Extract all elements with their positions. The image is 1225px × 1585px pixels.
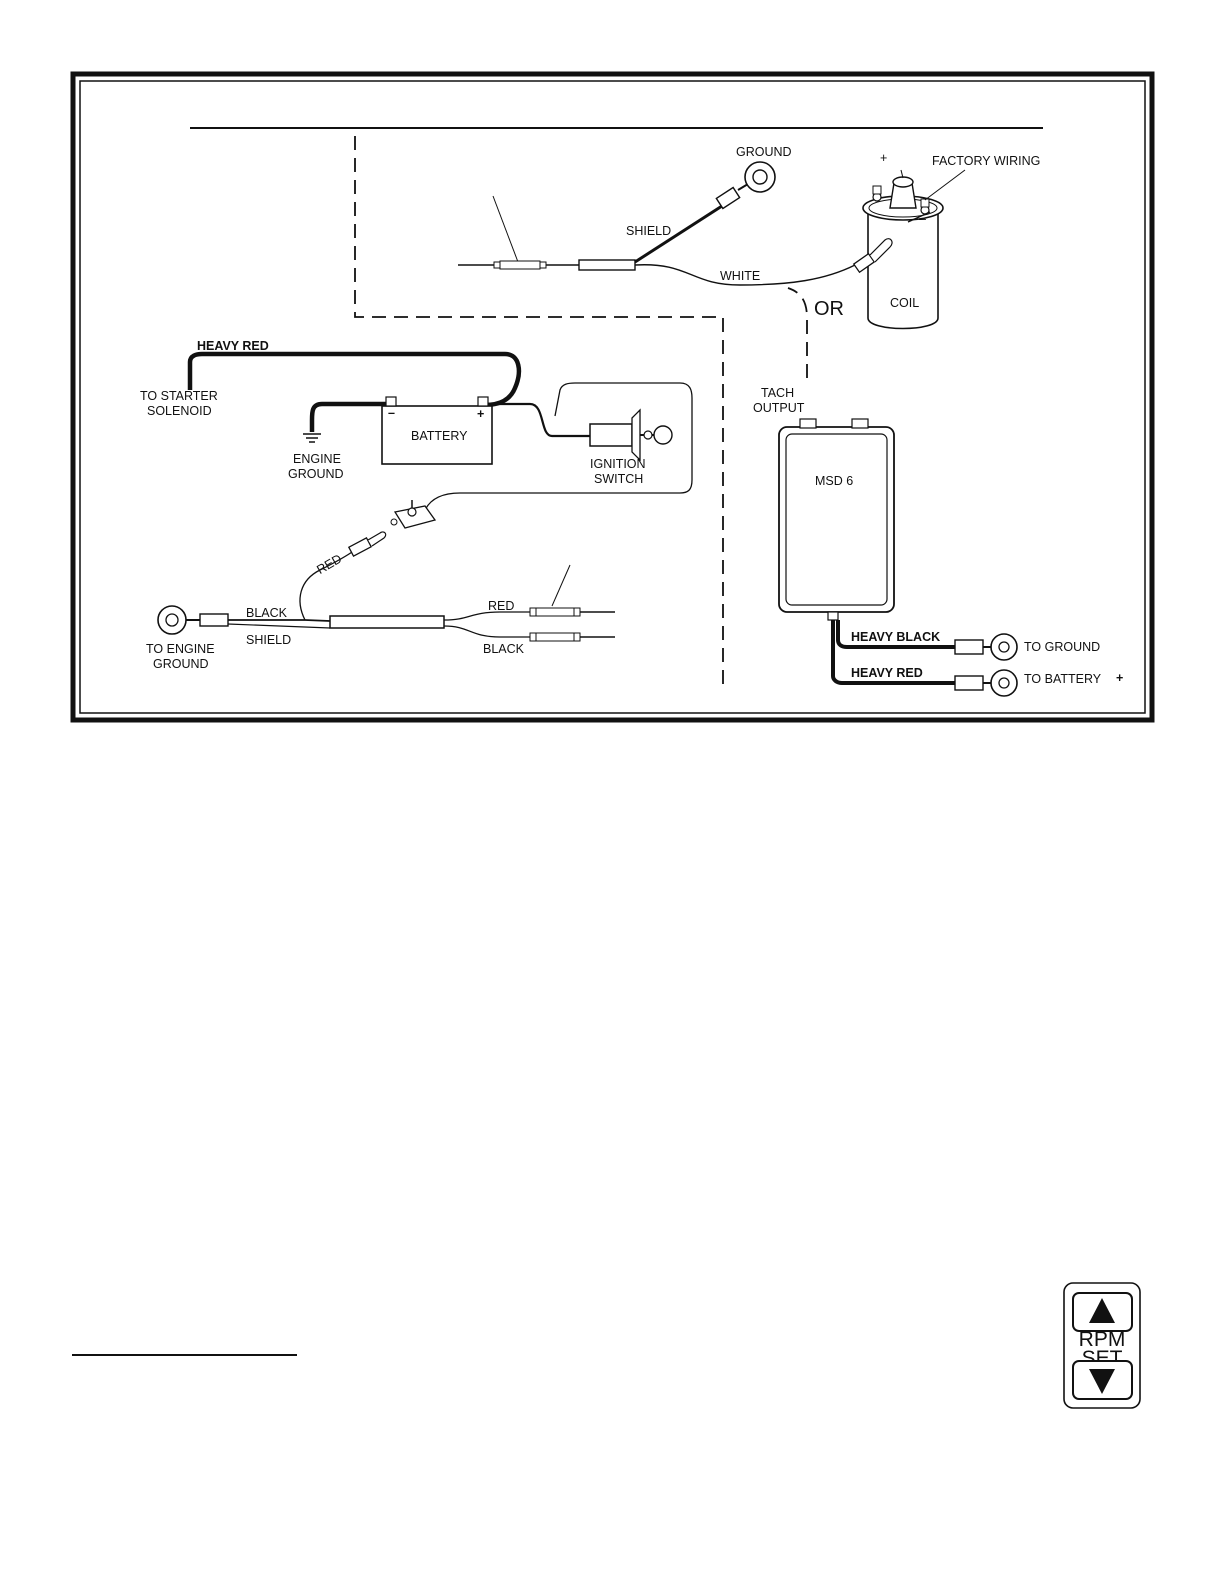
label-tach-1: TACH bbox=[761, 386, 794, 400]
label-battery: BATTERY bbox=[411, 429, 468, 443]
label-shield-top: SHIELD bbox=[626, 224, 671, 238]
label-ground: GROUND bbox=[736, 145, 792, 159]
label-black-left: BLACK bbox=[246, 606, 288, 620]
label-factory-wiring: FACTORY WIRING bbox=[932, 154, 1040, 168]
rpm-set-keypad: RPM SET bbox=[1064, 1283, 1140, 1408]
coil-minus-label: – bbox=[919, 212, 926, 226]
label-heavy-black: HEAVY BLACK bbox=[851, 630, 940, 644]
label-shield-left: SHIELD bbox=[246, 633, 291, 647]
label-red-right: RED bbox=[488, 599, 514, 613]
label-battery-plus: + bbox=[477, 407, 484, 421]
label-to-engine-1: TO ENGINE bbox=[146, 642, 215, 656]
label-black-right: BLACK bbox=[483, 642, 525, 656]
label-ignition-2: SWITCH bbox=[594, 472, 643, 486]
label-plus: + bbox=[1116, 671, 1123, 685]
label-ignition-1: IGNITION bbox=[590, 457, 646, 471]
label-red-diag: RED bbox=[314, 552, 344, 577]
msd-6-box bbox=[779, 419, 1017, 696]
label-coil: COIL bbox=[890, 296, 919, 310]
label-engine-ground-2: GROUND bbox=[288, 467, 344, 481]
label-white: WHITE bbox=[720, 269, 760, 283]
label-battery-minus: – bbox=[388, 406, 395, 420]
label-heavy-red-bottom: HEAVY RED bbox=[851, 666, 923, 680]
coil-plus-label: + bbox=[880, 151, 887, 165]
label-engine-ground-1: ENGINE bbox=[293, 452, 341, 466]
diagram-frame bbox=[73, 74, 1152, 720]
label-heavy-red-top: HEAVY RED bbox=[197, 339, 269, 353]
label-tach-2: OUTPUT bbox=[753, 401, 805, 415]
label-to-engine-2: GROUND bbox=[153, 657, 209, 671]
bottom-harness bbox=[158, 500, 615, 641]
label-msd: MSD 6 bbox=[815, 474, 853, 488]
label-to-starter-1: TO STARTER bbox=[140, 389, 218, 403]
label-to-starter-2: SOLENOID bbox=[147, 404, 212, 418]
label-to-battery: TO BATTERY bbox=[1024, 672, 1102, 686]
label-or: OR bbox=[814, 298, 844, 320]
label-to-ground: TO GROUND bbox=[1024, 640, 1100, 654]
